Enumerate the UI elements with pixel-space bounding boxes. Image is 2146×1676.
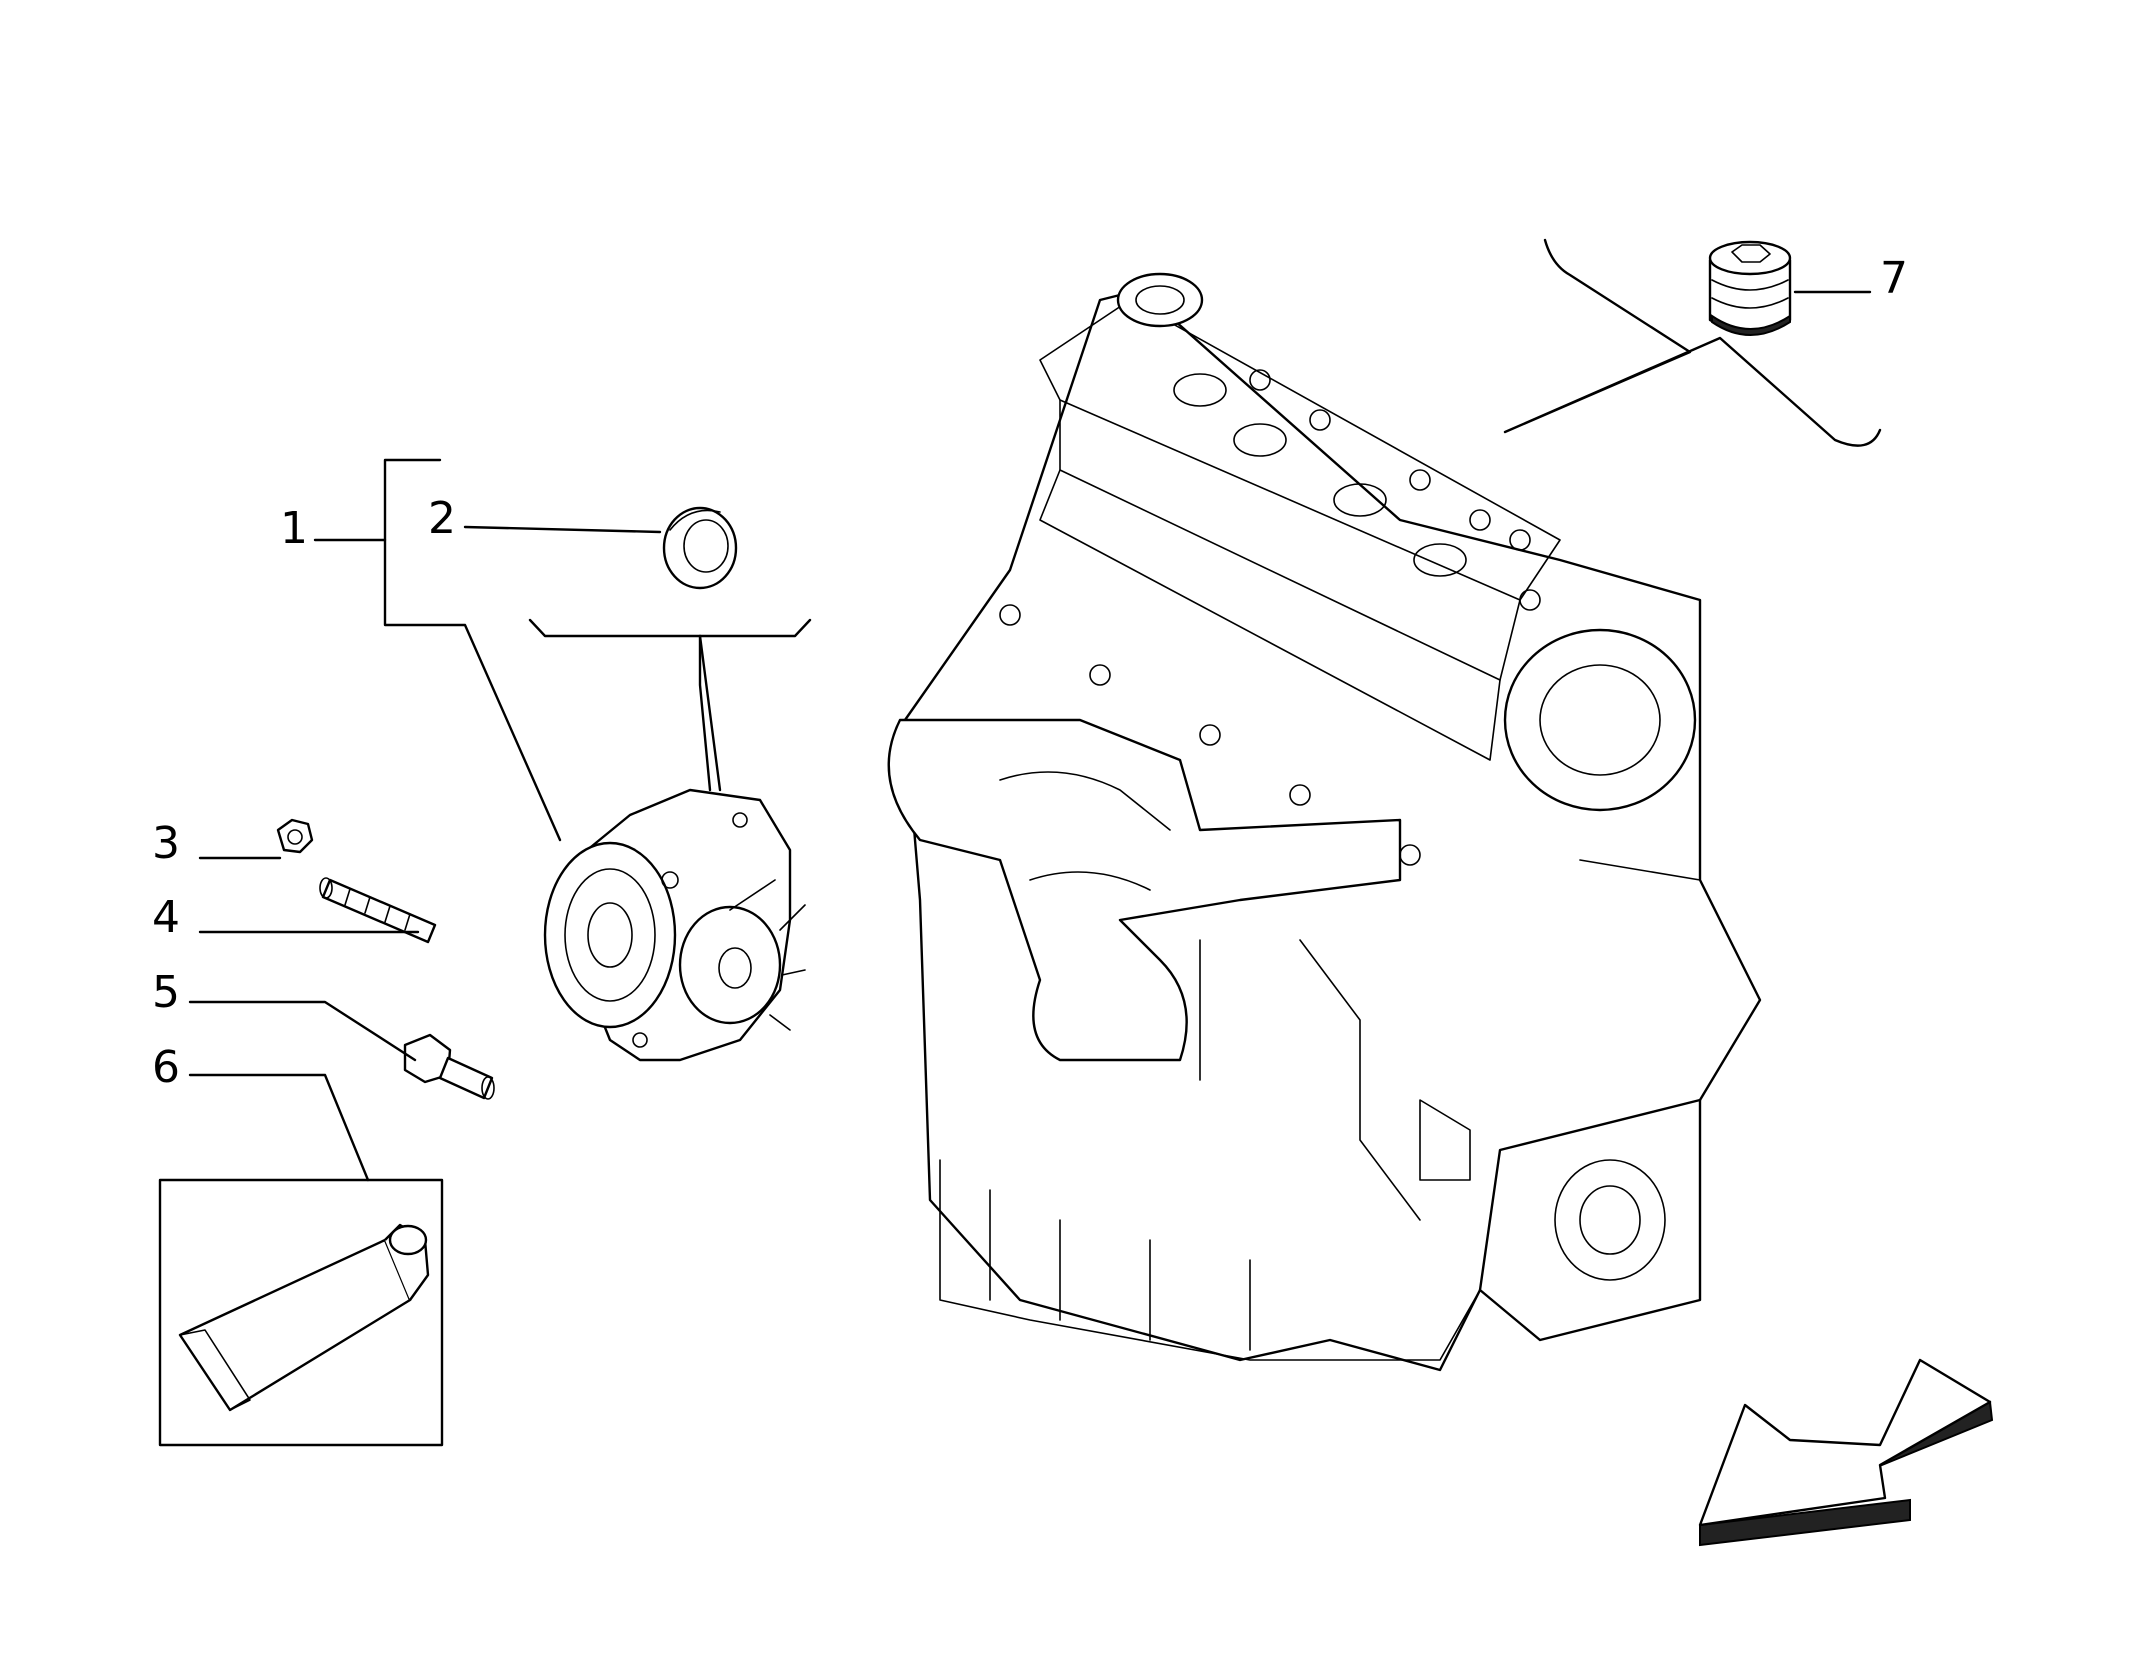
- direction-arrow-icon: [1698, 1358, 1994, 1547]
- callout-2: 2: [428, 493, 456, 544]
- sealant-tube-icon: [178, 1223, 430, 1412]
- callout-1: 1: [280, 503, 308, 554]
- stud-icon: [319, 877, 437, 944]
- callout-5: 5: [152, 967, 180, 1018]
- water-pump-icon: [543, 788, 806, 1062]
- callout-labels: 1 2 3 4 5 6 7: [152, 253, 1908, 1093]
- leader-lines: [188, 238, 1882, 1182]
- callout-6: 6: [152, 1042, 180, 1093]
- callout-4: 4: [152, 892, 180, 943]
- engine-block-icon: [887, 272, 1762, 1372]
- nut-icon: [276, 818, 314, 854]
- o-ring-icon: [662, 506, 738, 590]
- threaded-plug-icon: [1708, 240, 1792, 336]
- temperature-sensor-icon: [403, 1033, 495, 1100]
- pump-impeller: [678, 879, 806, 1031]
- cylinder-head-holes: [1173, 369, 1541, 611]
- callout-7: 7: [1880, 253, 1908, 304]
- callout-3: 3: [152, 818, 180, 869]
- sealant-tube-frame: [158, 1178, 444, 1447]
